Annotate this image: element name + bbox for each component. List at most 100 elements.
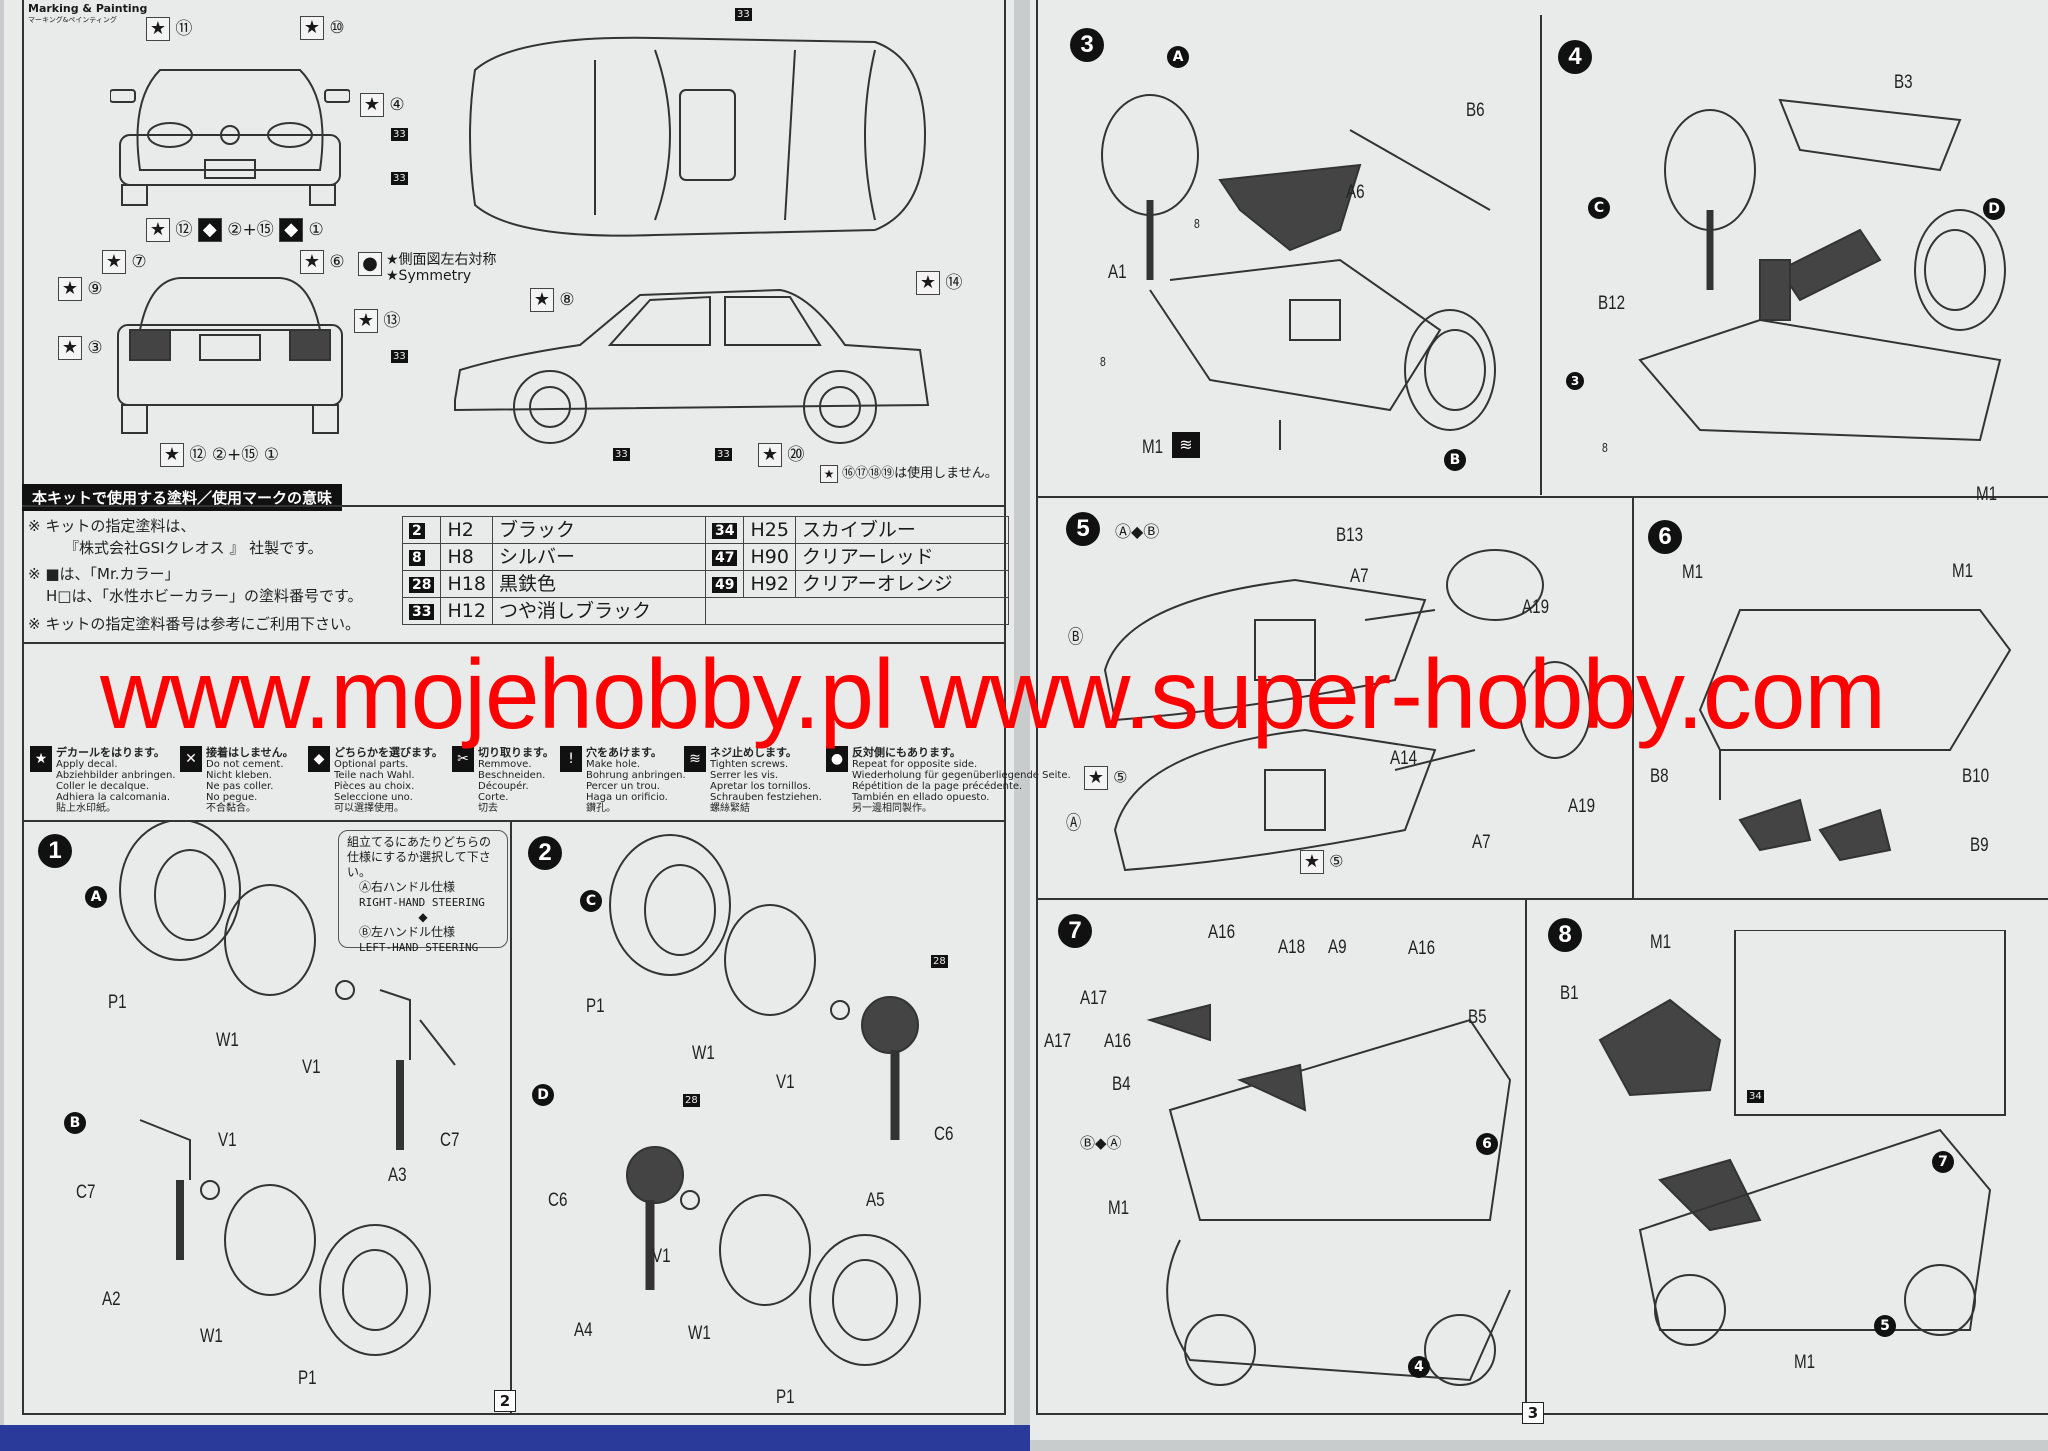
step-4-number: 4 <box>1558 40 1592 74</box>
part-label: B4 <box>1112 1074 1131 1095</box>
no-glue-icon: ✕ <box>180 746 202 772</box>
part-label: A17 <box>1080 988 1108 1009</box>
part-label: A9 <box>1328 937 1347 958</box>
right-border <box>1036 0 1038 1415</box>
part-label: M1 <box>1108 1198 1130 1219</box>
step-3-number: 3 <box>1070 28 1104 62</box>
part-label: B1 <box>1560 983 1579 1004</box>
decal-7: ★ ⑦ <box>102 250 147 274</box>
part-label: M1 <box>1794 1352 1816 1373</box>
watermark-text: www.mojehobby.pl www.super-hobby.com <box>100 639 1886 749</box>
legend-make-hole: !穴をあけます。Make hole.Bohrung anbringen.Perc… <box>560 746 686 814</box>
part-label: B10 <box>1962 766 1990 787</box>
step-4-exhaust-drawing <box>1638 98 2006 442</box>
optional-b-a-note: Ⓑ◆Ⓐ <box>1080 1134 1122 1152</box>
paint-note-2b: H□は、「水性ホビーカラー」の塗料番号です。 <box>46 587 363 605</box>
variant-c-marker: C <box>580 890 602 912</box>
legend-do-not-cement: ✕接着はしません。Do not cement.Nicht kleben.Ne p… <box>180 746 294 814</box>
part-label: B8 <box>1650 766 1669 787</box>
bottom-border <box>22 1413 1004 1415</box>
page-number-right: 3 <box>1522 1402 1544 1424</box>
car-rear-view <box>117 277 343 434</box>
paint-note-3: ※ キットの指定塗料番号は参考にご利用下さい。 <box>28 615 361 633</box>
paint-code-badge: 33 <box>391 350 408 363</box>
car-side-view <box>454 288 930 444</box>
part-label: 8 <box>1194 216 1200 231</box>
row-divider-2 <box>1036 898 2048 900</box>
variant-a-marker: A <box>85 886 107 908</box>
part-label: W1 <box>216 1030 239 1051</box>
variant-a-marker: A <box>1167 46 1189 68</box>
decal-14: ★ ⑭ <box>916 268 962 295</box>
part-label: A16 <box>1408 938 1436 959</box>
step-ref-7: 7 <box>1932 1151 1954 1173</box>
decal-12-2-15-1: ★ ⑫ ◆ ②+⑮ ◆ ① <box>146 215 324 242</box>
step-ref-4: 4 <box>1408 1356 1430 1378</box>
decal-6: ★ ⑥ <box>300 250 345 274</box>
part-label: Ⓑ <box>1068 627 1084 648</box>
variant-c-marker: C <box>1588 197 1610 219</box>
marking-title: Marking & Painting <box>28 2 148 15</box>
paint-code-badge: 33 <box>715 448 732 461</box>
part-label: Ⓐ <box>1066 813 1082 834</box>
part-label: A3 <box>388 1165 407 1186</box>
part-label: C6 <box>548 1190 568 1211</box>
part-label: V1 <box>218 1130 237 1151</box>
paint-code-badge: 34 <box>1747 1090 1764 1103</box>
part-label: P1 <box>298 1368 317 1389</box>
legend-remove: ✂切り取ります。Remmove.Beschneiden.Découpér.Cor… <box>452 746 554 814</box>
car-front-view <box>110 69 350 206</box>
part-label: C7 <box>76 1182 96 1203</box>
cut-icon: ✂ <box>452 746 474 772</box>
decal-20: ★ ⑳ <box>758 440 804 467</box>
background-strip <box>0 1425 1030 1451</box>
decal-5: ★ ⑤ <box>1300 850 1343 874</box>
part-label: P1 <box>108 992 127 1013</box>
step-7-interior-drawing <box>1146 1003 1512 1386</box>
step-ref-6: 6 <box>1476 1133 1498 1155</box>
decal-8: ★ ⑧ <box>530 288 575 312</box>
part-label: M1 <box>1142 437 1164 458</box>
decal-12-rear: ★ ⑫ ②+⑮ ① <box>160 440 279 467</box>
part-label: A7 <box>1472 832 1491 853</box>
part-label: B6 <box>1466 100 1485 121</box>
step-8-floor-drawing <box>1598 930 2006 1346</box>
part-label: B3 <box>1894 72 1913 93</box>
part-label: V1 <box>776 1072 795 1093</box>
part-label: B9 <box>1970 835 1989 856</box>
left-page <box>4 0 1014 1425</box>
row-divider-1 <box>1036 496 2048 498</box>
variant-d-marker: D <box>1983 198 2005 220</box>
part-label: W1 <box>200 1326 223 1347</box>
unused-decals-note: ★ ⑯⑰⑱⑲は使用しません。 <box>820 462 998 483</box>
step-3-suspension-drawing <box>1101 94 1496 450</box>
screw-icon: ≋ <box>1172 432 1200 458</box>
step-2-number: 2 <box>528 836 562 870</box>
decal-9: ★ ⑨ <box>58 277 103 301</box>
decal-10: ★ ⑩ <box>300 16 345 40</box>
part-label: A5 <box>866 1190 885 1211</box>
part-label: 8 <box>1100 354 1106 369</box>
legend-opposite-side: ●反対側にもあります。Repeat for opposite side.Wied… <box>826 746 1071 814</box>
part-label: A19 <box>1522 597 1550 618</box>
paint-note-1b: 『株式会社GSIクレオス 』 社製です。 <box>64 539 323 557</box>
part-label: B5 <box>1468 1007 1487 1028</box>
part-label: M1 <box>1650 932 1672 953</box>
part-label: P1 <box>776 1387 795 1408</box>
right-page <box>1030 0 2048 1440</box>
variant-b-marker: B <box>64 1112 86 1134</box>
col-divider-1 <box>1540 15 1542 495</box>
paint-code-badge: 33 <box>735 8 752 21</box>
part-label: A18 <box>1278 937 1306 958</box>
part-label: A16 <box>1208 922 1236 943</box>
decal-5: ★ ⑤ <box>1084 766 1127 790</box>
drill-icon: ! <box>560 746 582 772</box>
paint-code-badge: 33 <box>391 128 408 141</box>
part-label: A16 <box>1104 1031 1132 1052</box>
col-divider-3 <box>1525 900 1527 1413</box>
